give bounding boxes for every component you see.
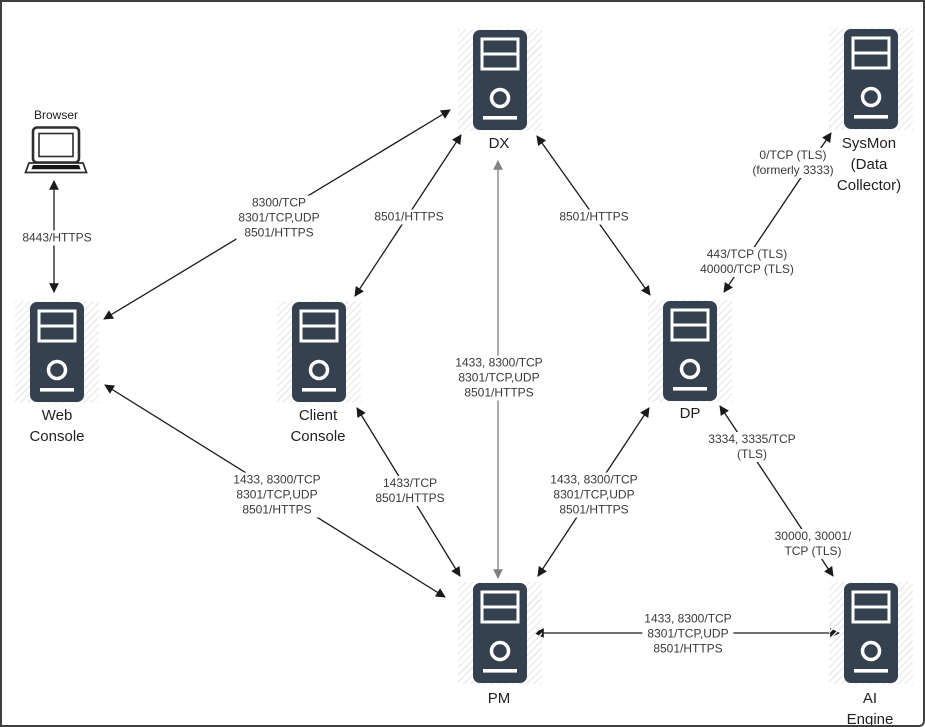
edge-label-pm-dx: 1433, 8300/TCP 8301/TCP,UDP 8501/HTTPS: [453, 355, 545, 401]
edge-label-clientconsole-pm: 1433/TCP 8501/HTTPS: [373, 476, 447, 506]
server-icon: [473, 583, 527, 683]
node-label-browser: Browser: [33, 108, 79, 122]
node-label-sysmon: SysMon (Data Collector): [836, 135, 902, 194]
node-dp: [648, 300, 732, 402]
server-icon: [473, 30, 527, 130]
node-client-console: [277, 301, 361, 403]
server-icon: [30, 302, 84, 402]
edge-label-browser-webconsole: 8443/HTTPS: [20, 230, 94, 246]
edge-label-webconsole-dx: 8300/TCP 8301/TCP,UDP 8501/HTTPS: [236, 195, 322, 241]
node-label-pm: PM: [487, 690, 511, 707]
node-browser: [24, 126, 88, 176]
node-pm: [458, 582, 542, 684]
edge-label-dp-sysmon-far: 443/TCP (TLS) 40000/TCP (TLS): [698, 247, 796, 277]
edge-label-dp-aiengine-near: 3334, 3335/TCP (TLS): [706, 432, 798, 462]
edge-label-pm-aiengine: 1433, 8300/TCP 8301/TCP,UDP 8501/HTTPS: [642, 611, 734, 657]
edge-label-dp-sysmon-near: 0/TCP (TLS) (formerly 3333): [750, 148, 836, 178]
node-label-client-console: Client Console: [290, 407, 346, 445]
node-label-dp: DP: [679, 405, 701, 422]
server-icon: [844, 583, 898, 683]
edge-label-dp-pm: 1433, 8300/TCP 8301/TCP,UDP 8501/HTTPS: [548, 472, 640, 518]
server-icon: [844, 29, 898, 129]
node-label-web-console: Web Console: [29, 407, 85, 445]
laptop-icon: [24, 126, 88, 174]
edge-label-webconsole-pm: 1433, 8300/TCP 8301/TCP,UDP 8501/HTTPS: [231, 472, 323, 518]
node-dx: [458, 29, 542, 131]
node-web-console: [15, 301, 99, 403]
edge-label-clientconsole-dx: 8501/HTTPS: [372, 209, 446, 225]
edge-label-dp-dx: 8501/HTTPS: [557, 209, 631, 225]
edge-label-dp-aiengine-far: 30000, 30001/ TCP (TLS): [772, 529, 854, 559]
server-icon: [292, 302, 346, 402]
node-label-dx: DX: [488, 135, 510, 152]
node-sysmon: [829, 28, 913, 130]
node-ai-engine: [829, 582, 913, 684]
server-icon: [663, 301, 717, 401]
node-label-ai-engine: AI Engine: [846, 690, 894, 727]
